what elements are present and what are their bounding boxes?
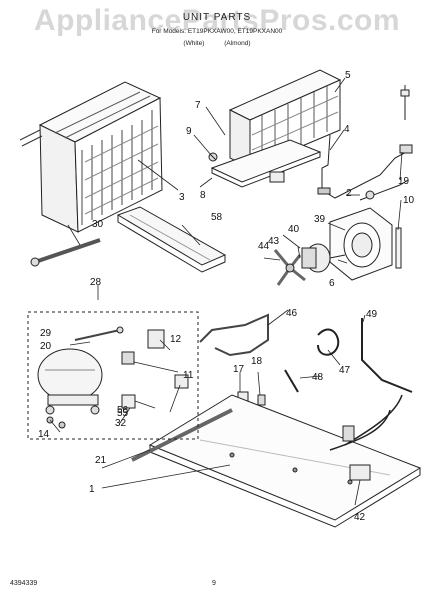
mounting-rail: [131, 408, 233, 462]
condensate-channel: [116, 206, 227, 273]
fan-shroud: [329, 207, 393, 281]
callout-7: 7: [195, 100, 201, 111]
callout-6: 6: [329, 278, 335, 289]
capillary-tube: [284, 369, 299, 393]
callout-40: 40: [288, 224, 300, 235]
diagram-header: AppliancePartsPros.com UNIT PARTS For Mo…: [0, 0, 434, 60]
callout-3: 3: [179, 192, 185, 203]
callout-49: 49: [366, 309, 378, 320]
compressor-assembly-box: [27, 311, 199, 440]
variant-almond: (Almond): [224, 40, 251, 47]
callout-4: 4: [344, 124, 350, 135]
model-numbers: For Models: ET19PKXAW00, ET19PKXAN00: [151, 28, 283, 35]
fan-blade: [273, 249, 306, 286]
defrost-thermostat: [400, 85, 410, 120]
callout-21: 21: [95, 455, 107, 466]
diagram-title: UNIT PARTS: [182, 12, 252, 23]
wiring-harness: [329, 394, 403, 481]
defrost-heater-wire: [359, 179, 409, 201]
callout-17: 17: [233, 364, 245, 375]
callout-32: 32: [115, 418, 127, 429]
callout-12: 12: [170, 334, 182, 345]
filter-drier: [361, 318, 413, 393]
callout-30: 30: [92, 219, 104, 230]
callout-9: 9: [186, 126, 192, 137]
callout-44: 44: [258, 241, 270, 252]
document-number: 4394339: [10, 580, 38, 587]
callout-8: 8: [200, 190, 206, 201]
callout-5: 5: [345, 70, 351, 81]
relay-cover: [174, 374, 189, 389]
callout-1: 1: [89, 484, 95, 495]
base-pan: [148, 394, 422, 528]
drain-tube: [30, 238, 101, 267]
callout-20: 20: [40, 341, 52, 352]
callout-29: 29: [40, 328, 52, 339]
callout-58: 58: [211, 212, 223, 223]
page-number: 9: [212, 580, 216, 587]
model-variants: (White) (Almond): [0, 40, 434, 47]
callout-18: 18: [251, 356, 263, 367]
callout-42: 42: [354, 512, 366, 523]
watermark: AppliancePartsPros.com: [33, 4, 401, 37]
fitting: [257, 394, 266, 406]
overload: [147, 329, 165, 349]
callout-14: 14: [38, 429, 50, 440]
callout-39: 39: [314, 214, 326, 225]
callout-56: 56: [117, 405, 129, 416]
thermistor: [317, 134, 413, 199]
compressor-tube: [74, 326, 124, 341]
relay: [121, 351, 135, 365]
callout-28: 28: [90, 277, 102, 288]
discharge-tube: [317, 328, 340, 356]
start-capacitor: [121, 394, 136, 409]
callout-11: 11: [183, 370, 194, 381]
callout-55: 55: [117, 408, 129, 419]
callout-43: 43: [268, 236, 280, 247]
callout-19: 19: [398, 176, 410, 187]
heater-element: [395, 227, 402, 269]
suction-line: [199, 313, 269, 357]
callout-48: 48: [312, 372, 324, 383]
condenser-coil: [19, 81, 163, 233]
callout-10: 10: [403, 195, 415, 206]
callout-46: 46: [286, 308, 298, 319]
compressor: [37, 348, 103, 415]
variant-white: (White): [183, 40, 205, 47]
fan-motor: [301, 243, 346, 273]
drain-tray: [210, 139, 322, 188]
leader-lines: [49, 77, 403, 506]
callout-2: 2: [346, 188, 352, 199]
callout-47: 47: [339, 365, 351, 376]
callout-labels: 21 1 42 14 32 56 55 29 20 12 11 28 30 58…: [38, 70, 415, 523]
mounting-grommet: [58, 421, 66, 429]
